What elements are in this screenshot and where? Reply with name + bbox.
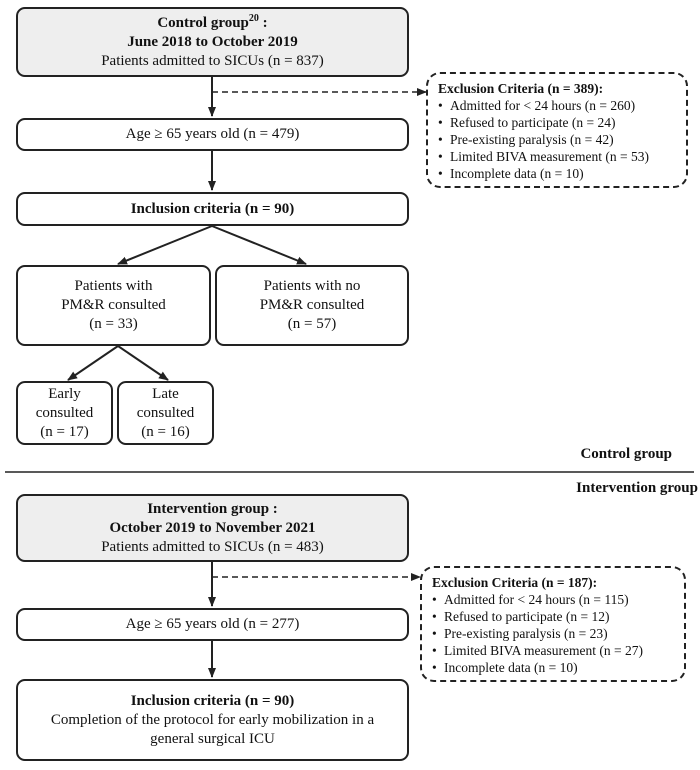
control-admitted: Patients admitted to SICUs (n = 837) <box>101 52 324 69</box>
intervention-exclusion-title: Exclusion Criteria (n = 187): <box>432 575 598 590</box>
control-title: Control group20 : <box>157 12 268 31</box>
intervention-exclusion-item: Limited BIVA measurement (n = 27) <box>432 642 676 659</box>
pmr-consulted-line1: Patients with <box>74 278 153 294</box>
pmr-consulted-box: Patients with PM&R consulted (n = 33) <box>16 265 211 346</box>
intervention-exclusion-item: Pre-existing paralysis (n = 23) <box>432 625 676 642</box>
pmr-not-consulted-line1: Patients with no <box>263 278 361 294</box>
intervention-title: Intervention group : <box>147 500 278 517</box>
intervention-inclusion-title: Inclusion criteria (n = 90) <box>130 692 295 709</box>
control-exclusion-item: Limited BIVA measurement (n = 53) <box>438 148 678 165</box>
intervention-admitted: Patients admitted to SICUs (n = 483) <box>101 538 324 555</box>
pmr-not-consulted-count: (n = 57) <box>287 316 337 332</box>
intervention-exclusion-item: Incomplete data (n = 10) <box>432 659 676 676</box>
intervention-period: October 2019 to November 2021 <box>109 519 316 536</box>
late-consulted-count: (n = 16) <box>141 423 190 440</box>
control-exclusion-item: Admitted for < 24 hours (n = 260) <box>438 97 678 114</box>
intervention-header-box: Intervention group : October 2019 to Nov… <box>16 494 409 562</box>
control-exclusion-title: Exclusion Criteria (n = 389): <box>438 81 604 96</box>
intervention-age-text: Age ≥ 65 years old (n = 277) <box>125 616 300 632</box>
control-header-box: Control group20 : June 2018 to October 2… <box>16 7 409 77</box>
control-exclusion-item: Pre-existing paralysis (n = 42) <box>438 131 678 148</box>
early-consulted-line1: Early <box>48 385 81 402</box>
early-consulted-count: (n = 17) <box>40 423 89 440</box>
late-consulted-line1: Late <box>152 385 179 402</box>
control-exclusion-item: Refused to participate (n = 24) <box>438 114 678 131</box>
early-consulted-box: Early consulted (n = 17) <box>16 381 113 445</box>
control-age-box: Age ≥ 65 years old (n = 479) <box>16 118 409 151</box>
pmr-not-consulted-line2: PM&R consulted <box>259 297 365 313</box>
control-exclusion-item: Incomplete data (n = 10) <box>438 165 678 182</box>
intervention-inclusion-line2: Completion of the protocol for early mob… <box>50 711 375 728</box>
intervention-exclusion-item: Refused to participate (n = 12) <box>432 608 676 625</box>
early-consulted-line2: consulted <box>35 404 94 421</box>
control-exclusion-box: Exclusion Criteria (n = 389): Admitted f… <box>426 72 688 188</box>
control-period: June 2018 to October 2019 <box>127 33 298 50</box>
late-consulted-line2: consulted <box>136 404 195 421</box>
intervention-section-label: Intervention group <box>576 480 698 496</box>
pmr-consulted-line2: PM&R consulted <box>61 297 166 313</box>
late-consulted-box: Late consulted (n = 16) <box>117 381 214 445</box>
control-inclusion-box: Inclusion criteria (n = 90) <box>16 192 409 226</box>
arrow-pmr-yes-to-early <box>67 345 119 381</box>
control-age-text: Age ≥ 65 years old (n = 479) <box>125 126 300 142</box>
pmr-not-consulted-box: Patients with no PM&R consulted (n = 57) <box>215 265 409 346</box>
intervention-exclusion-box: Exclusion Criteria (n = 187): Admitted f… <box>420 566 686 682</box>
arrow-control-inclusion-to-pmr-no <box>211 225 307 265</box>
intervention-exclusion-item: Admitted for < 24 hours (n = 115) <box>432 591 676 608</box>
arrow-pmr-yes-to-late <box>117 345 169 381</box>
control-section-label: Control group <box>580 446 672 462</box>
intervention-inclusion-box: Inclusion criteria (n = 90) Completion o… <box>16 679 409 761</box>
intervention-age-box: Age ≥ 65 years old (n = 277) <box>16 608 409 641</box>
pmr-consulted-count: (n = 33) <box>89 316 138 332</box>
control-inclusion-text: Inclusion criteria (n = 90) <box>130 200 295 217</box>
arrow-control-inclusion-to-pmr-yes <box>117 225 213 265</box>
intervention-inclusion-line3: general surgical ICU <box>150 730 275 747</box>
